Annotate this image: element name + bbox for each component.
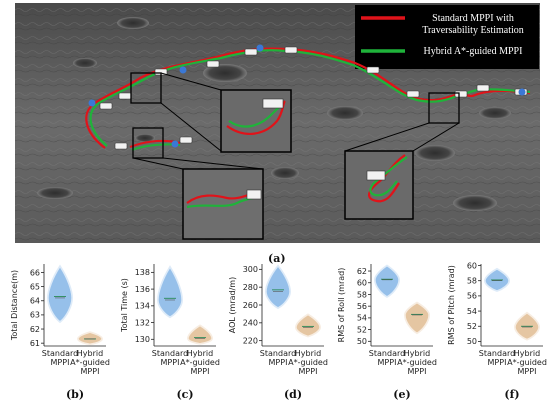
chart-caption: (e) bbox=[393, 388, 410, 401]
y-tick-label: 64 bbox=[30, 297, 40, 306]
y-tick-label: 54 bbox=[467, 307, 477, 316]
chart-caption: (c) bbox=[176, 388, 193, 401]
violin-body bbox=[405, 303, 429, 333]
y-tick-label: 56 bbox=[357, 302, 367, 311]
y-tick-label: 58 bbox=[357, 290, 367, 299]
y-tick-label: 52 bbox=[357, 325, 367, 334]
y-axis-title: Total Time (s) bbox=[120, 278, 129, 333]
waypoints bbox=[88, 44, 526, 148]
y-tick-label: 60 bbox=[357, 279, 367, 288]
violin-body bbox=[188, 326, 212, 343]
chart-caption: (f) bbox=[504, 388, 519, 401]
violin-body bbox=[266, 267, 290, 308]
caption-a: (a) bbox=[268, 252, 286, 265]
y-tick-label: 300 bbox=[243, 265, 258, 274]
y-tick-label: 138 bbox=[135, 268, 150, 277]
violin-body bbox=[375, 266, 399, 296]
legend-label-hybrid: Hybrid A*-guided MPPI bbox=[424, 46, 523, 57]
violin-body bbox=[158, 268, 182, 317]
y-tick-label: 50 bbox=[467, 337, 477, 346]
chart-caption: (b) bbox=[66, 388, 84, 401]
zoom-source-boxes bbox=[130, 72, 460, 159]
y-tick-label: 56 bbox=[467, 292, 477, 301]
y-tick-label: 134 bbox=[135, 302, 150, 311]
y-tick-label: 62 bbox=[30, 325, 40, 334]
chart-caption: (d) bbox=[284, 388, 302, 401]
chart-e: 50 52 54 56 58 60 62 RMS of Roll (mrad) Standard… bbox=[335, 256, 440, 408]
violin-body bbox=[78, 332, 102, 344]
legend-label-standard-line1: Standard MPPI with bbox=[432, 13, 514, 24]
violin-body bbox=[296, 315, 320, 336]
y-axis-title: RMS of Roll (mrad) bbox=[337, 268, 346, 343]
zoom-inset-3 bbox=[344, 150, 414, 220]
y-tick-label: 280 bbox=[243, 283, 258, 292]
craters bbox=[37, 17, 511, 211]
zoom-connectors bbox=[132, 72, 460, 170]
violin-body bbox=[48, 267, 72, 321]
legend-label-standard-line2: Traversability Estimation bbox=[422, 25, 524, 36]
y-tick-label: 132 bbox=[135, 318, 150, 327]
violin-plot-svg: 50 52 54 56 58 60 62 RMS of Roll (mrad) Standard… bbox=[337, 264, 437, 401]
y-tick-label: 220 bbox=[243, 336, 258, 345]
y-tick-label: 63 bbox=[30, 311, 40, 320]
y-tick-label: 58 bbox=[467, 277, 477, 286]
y-tick-label: 136 bbox=[135, 285, 150, 294]
y-axis-title: AOL (mrad/m) bbox=[228, 277, 237, 333]
y-tick-label: 130 bbox=[135, 335, 150, 344]
terrain-scene: Standard MPPI with Traversability Estima… bbox=[15, 3, 540, 243]
y-tick-label: 240 bbox=[243, 319, 258, 328]
y-tick-label: 260 bbox=[243, 301, 258, 310]
y-tick-label: 54 bbox=[357, 314, 367, 323]
y-tick-label: 66 bbox=[30, 268, 40, 277]
y-tick-label: 52 bbox=[467, 322, 477, 331]
y-tick-label: 60 bbox=[467, 261, 477, 270]
y-axis-title: Total Distance(m) bbox=[10, 270, 19, 341]
y-tick-label: 50 bbox=[357, 337, 367, 346]
y-tick-label: 62 bbox=[357, 267, 367, 276]
y-tick-label: 65 bbox=[30, 282, 40, 291]
zoom-inset-1 bbox=[220, 89, 292, 153]
legend: Standard MPPI with Traversability Estima… bbox=[355, 5, 539, 69]
zoom-inset-2 bbox=[182, 168, 264, 240]
y-tick-label: 61 bbox=[30, 339, 40, 348]
y-axis-title: RMS of Pitch (mrad) bbox=[447, 265, 456, 345]
